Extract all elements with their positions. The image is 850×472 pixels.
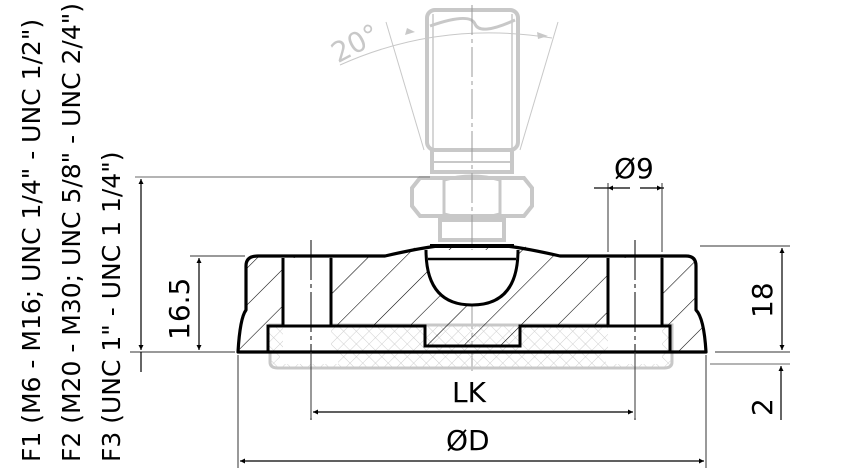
height-right-label: 18 [746, 282, 779, 318]
bolt-circle-label: LK [452, 376, 487, 409]
variant-f1-label: F1 (M6 - M16; UNC 1/4" - UNC 1/2") [17, 19, 46, 462]
angle-label: 20° [326, 17, 385, 69]
outer-diameter-label: ØD [446, 424, 490, 457]
base-section [236, 240, 708, 420]
variant-f2-label: F2 (M20 - M30; UNC 5/8" - UNC 2/4") [57, 3, 86, 462]
dimensions [130, 176, 790, 468]
variant-f3-label: F3 (UNC 1" - UNC 1 1/4") [97, 152, 126, 462]
hole-diameter-label: Ø9 [614, 152, 654, 185]
height-left-label: 16.5 [163, 278, 196, 340]
spindle [339, 5, 559, 372]
pad-thickness-label: 2 [746, 398, 779, 416]
